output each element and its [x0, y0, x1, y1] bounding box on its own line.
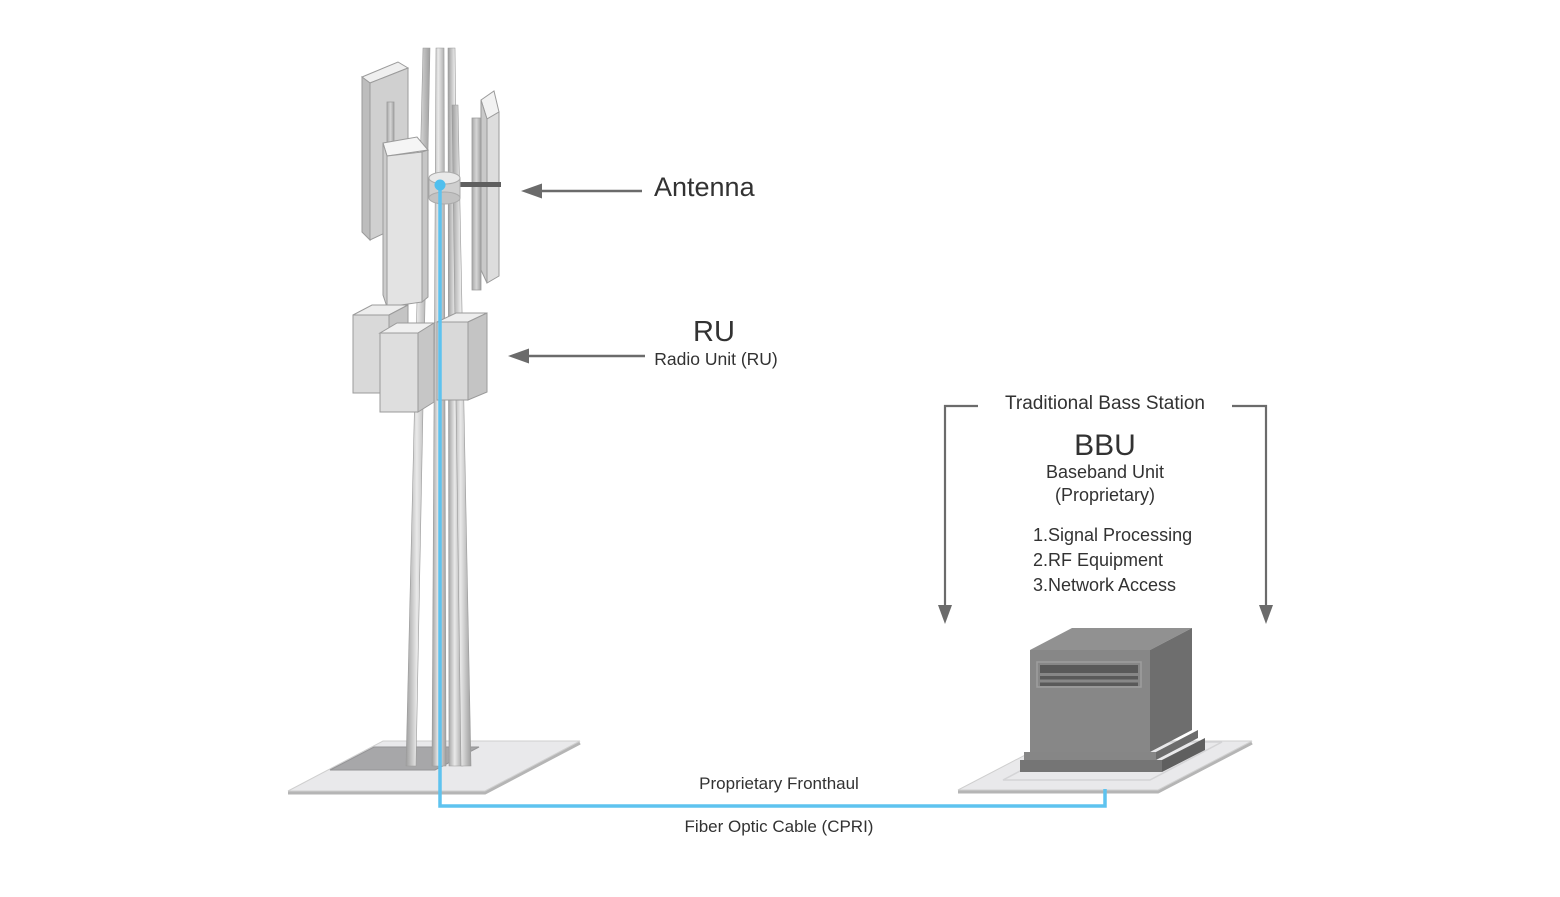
- bbu-cabinet: [1020, 628, 1205, 772]
- fiber-cable-label: Fiber Optic Cable (CPRI): [684, 817, 874, 836]
- bbu-function-list: 1.Signal Processing 2.RF Equipment 3.Net…: [1033, 523, 1192, 598]
- bbu-side-face: [1150, 628, 1192, 752]
- cable-junction-dot: [434, 179, 446, 191]
- ru-box-front: [378, 322, 436, 413]
- base-station-title: Traditional Bass Station: [1005, 393, 1205, 414]
- bbu-label: BBU: [1074, 429, 1136, 462]
- antenna-panel-right: [480, 90, 500, 284]
- bracket-arrow-left-icon: [938, 605, 952, 624]
- ru-arrow-icon: [508, 348, 645, 364]
- bbu-note: (Proprietary): [1054, 485, 1156, 505]
- antenna-arrow-icon: [521, 183, 642, 199]
- base-station-bracket: [938, 404, 1273, 624]
- ru-label: RU: [693, 316, 735, 348]
- bbu-vent-grille: [1036, 661, 1142, 688]
- bbu-top-face: [1030, 628, 1192, 650]
- ru-box-right: [436, 312, 488, 401]
- collar-arm: [459, 182, 501, 187]
- antenna-label: Antenna: [654, 172, 755, 202]
- antenna-mount-rod-right: [471, 117, 482, 291]
- fiber-cable: [434, 179, 1107, 808]
- antenna-mount-rod-left: [386, 101, 395, 143]
- ru-sublabel: Radio Unit (RU): [654, 349, 778, 369]
- bbu-sublabel: Baseband Unit: [1045, 462, 1165, 482]
- bbu-function-item: 3.Network Access: [1033, 575, 1177, 595]
- bracket-arrow-right-icon: [1259, 605, 1273, 624]
- antenna-panel-front-left: [382, 136, 429, 308]
- bbu-front-face: [1030, 650, 1150, 752]
- bbu-function-item: 1.Signal Processing: [1033, 525, 1193, 545]
- bbu-function-item: 2.RF Equipment: [1033, 550, 1164, 570]
- fronthaul-label: Proprietary Fronthaul: [699, 774, 859, 793]
